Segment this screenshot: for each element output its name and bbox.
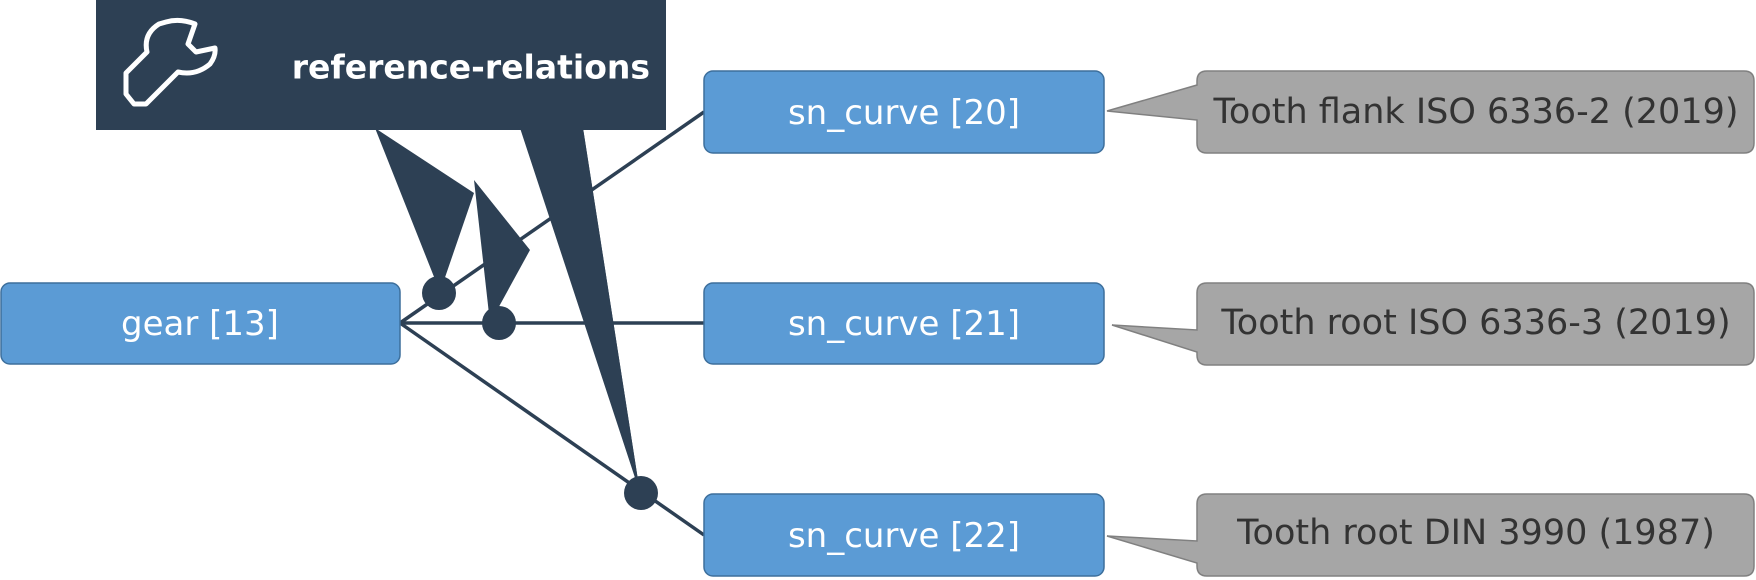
node-sn-curve-20-label: sn_curve [20] (788, 93, 1020, 133)
callout-pointer-3b (520, 128, 640, 493)
node-gear-label: gear [13] (121, 304, 279, 344)
note-sn-curve-22: Tooth root DIN 3990 (1987) (1106, 493, 1755, 577)
note-sn-curve-21: Tooth root ISO 6336-3 (2019) (1111, 282, 1755, 366)
banner-title: reference-relations (292, 48, 650, 87)
note-sn-curve-21-text: Tooth root ISO 6336-3 (2019) (1220, 303, 1730, 343)
callout-pointer-1 (375, 128, 474, 292)
callout-dot-2 (482, 306, 516, 340)
note-sn-curve-22-text: Tooth root DIN 3990 (1987) (1236, 513, 1715, 553)
node-gear[interactable]: gear [13] (0, 282, 401, 365)
node-sn-curve-21[interactable]: sn_curve [21] (703, 282, 1105, 365)
node-sn-curve-20[interactable]: sn_curve [20] (703, 70, 1105, 154)
edge-gear-sn22 (398, 321, 706, 537)
callout-dot-1 (422, 276, 456, 310)
node-sn-curve-21-label: sn_curve [21] (788, 304, 1020, 344)
note-sn-curve-20: Tooth flank ISO 6336-2 (2019) (1106, 70, 1755, 154)
callout-pointer-2 (474, 180, 530, 323)
note-sn-curve-20-text: Tooth flank ISO 6336-2 (2019) (1212, 92, 1738, 132)
reference-relations-callout: reference-relations (96, 0, 666, 493)
node-sn-curve-22-label: sn_curve [22] (788, 516, 1020, 556)
callout-dot-3 (624, 476, 658, 510)
node-sn-curve-22[interactable]: sn_curve [22] (703, 493, 1105, 577)
wrench-icon (123, 17, 218, 107)
